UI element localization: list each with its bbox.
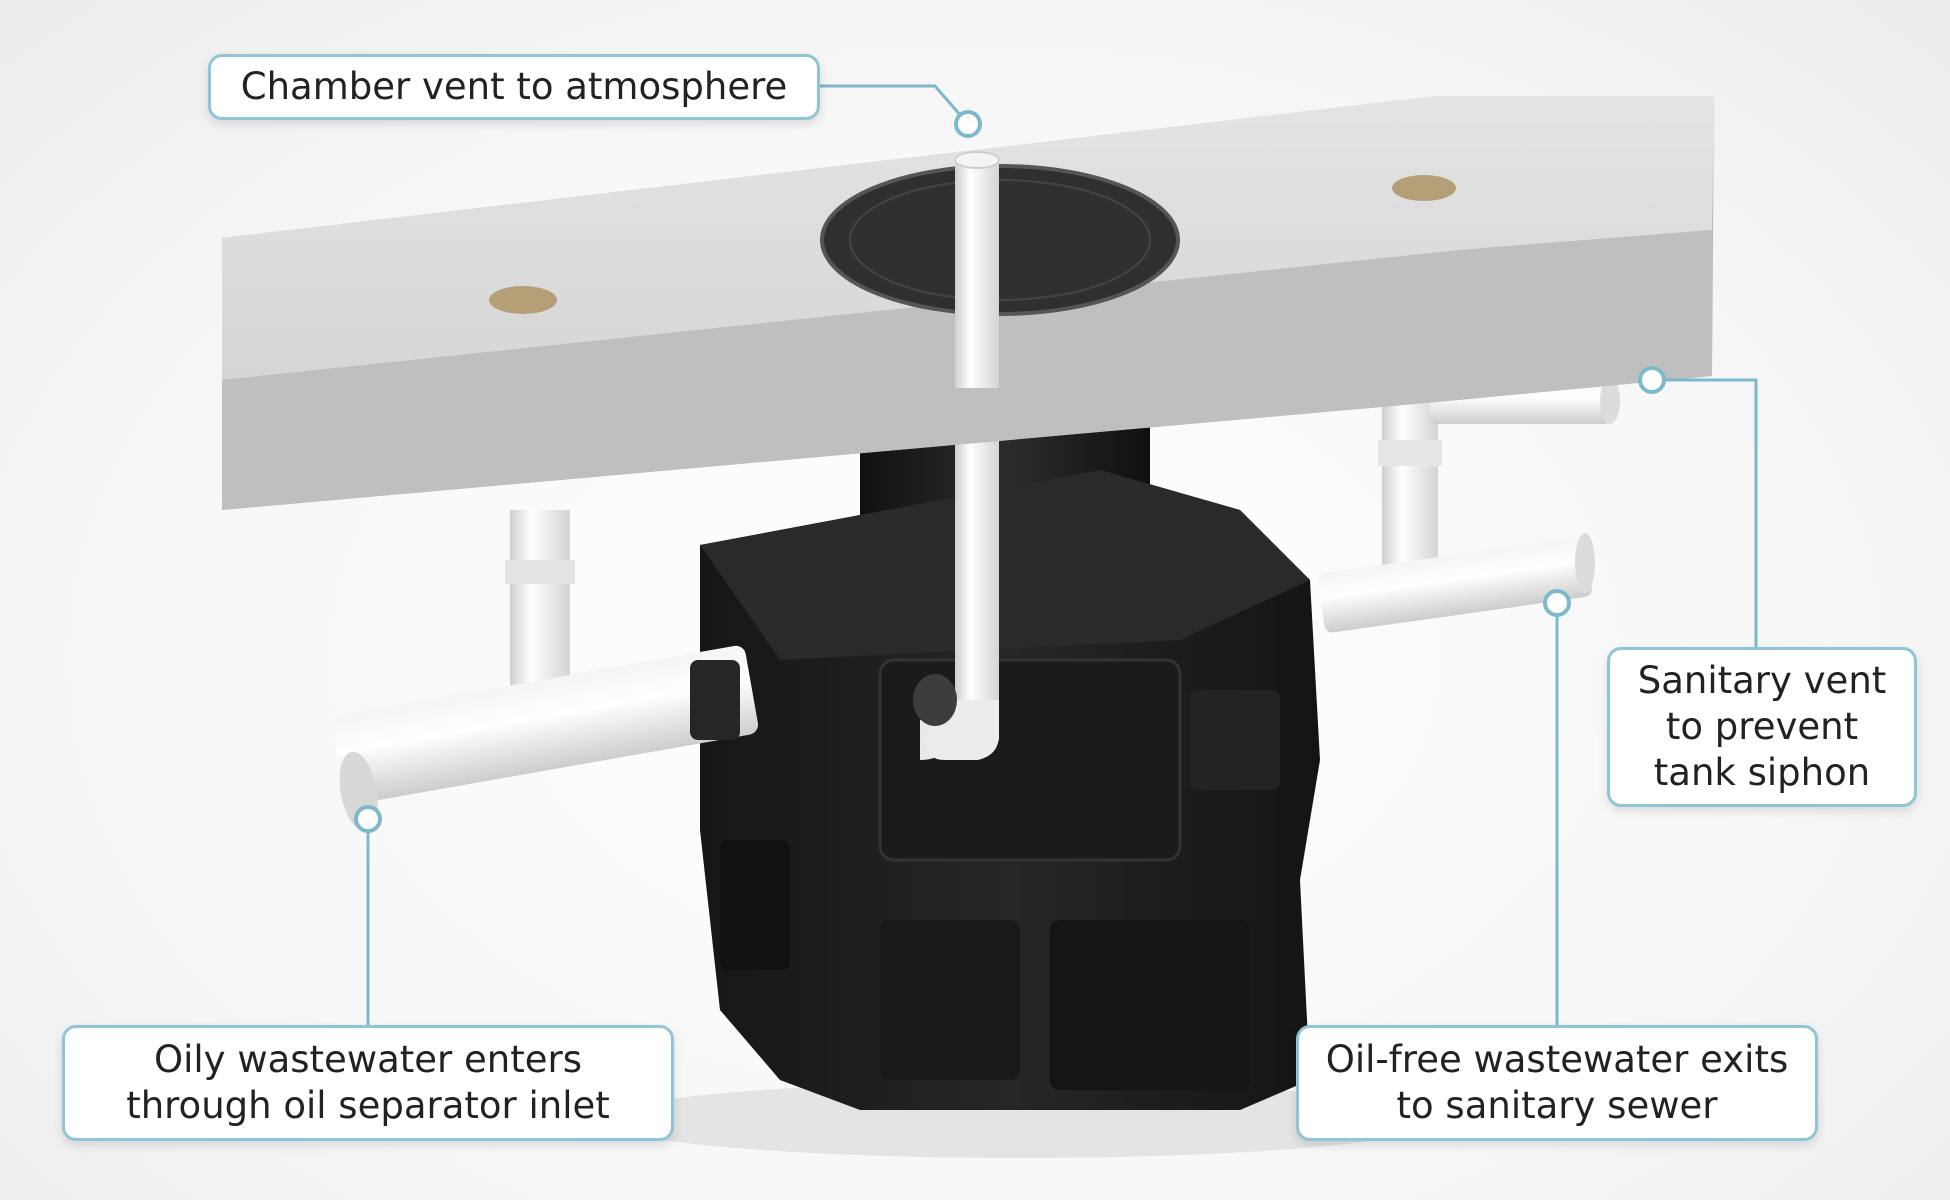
inlet-pipe (331, 510, 759, 831)
callout-chamber-vent-text: Chamber vent to atmosphere (240, 65, 788, 108)
separator-tank (700, 470, 1320, 1110)
callout-inlet-line-2: through oil separator inlet (126, 1084, 610, 1127)
callout-exit: Oil-free wastewater exits to sanitary se… (1296, 1025, 1818, 1141)
callout-chamber-vent: Chamber vent to atmosphere (208, 54, 820, 120)
leader-endpoint-circle (354, 805, 382, 833)
leader-endpoint-circle (1638, 366, 1666, 394)
callout-sanitary-vent: Sanitary vent to prevent tank siphon (1607, 647, 1917, 807)
callout-exit-line-2: to sanitary sewer (1396, 1084, 1718, 1127)
access-cover (820, 164, 1180, 316)
outlet-pipe (1318, 533, 1595, 633)
leader-endpoint-circle (1543, 589, 1571, 617)
callout-sanitary-vent-line-3: tank siphon (1653, 751, 1871, 794)
callout-inlet: Oily wastewater enters through oil separ… (62, 1025, 674, 1141)
chamber-vent-pipe-top (955, 158, 999, 388)
slab-plug-left (489, 286, 557, 314)
callout-inlet-line-1: Oily wastewater enters (154, 1038, 582, 1081)
leader-line-chamber-vent (820, 84, 970, 125)
leader-line-sanitary-vent (1665, 378, 1758, 647)
callout-sanitary-vent-line-2: to prevent (1665, 705, 1859, 748)
callout-sanitary-vent-line-1: Sanitary vent (1637, 659, 1887, 702)
leader-endpoint-circle (954, 110, 982, 138)
slab-plug-right (1392, 175, 1456, 201)
callout-exit-line-1: Oil-free wastewater exits (1325, 1038, 1789, 1081)
